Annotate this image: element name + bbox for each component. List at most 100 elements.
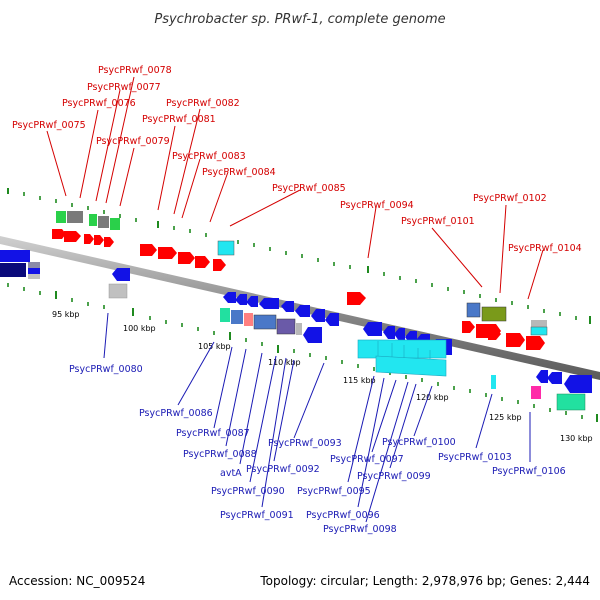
gene-box: [244, 313, 253, 326]
gene-label: PsycPRwf_0090: [211, 486, 285, 497]
rna-box: [491, 375, 496, 389]
gene-box: [56, 211, 66, 223]
upper-tick-track: [7, 188, 591, 324]
forward-gene-arrow: [94, 235, 104, 245]
reverse-gene-arrow: [259, 298, 279, 309]
gene-label: PsycPRwf_0102: [473, 193, 547, 204]
gene-label: PsycPRwf_0106: [492, 466, 566, 477]
map-title: Psychrobacter sp. PRwf-1, complete genom…: [154, 12, 445, 27]
forward-gene-arrow: [140, 244, 157, 256]
gene-label: PsycPRwf_0097: [330, 454, 404, 465]
gene-label: PsycPRwf_0086: [139, 408, 213, 419]
forward-gene-arrow: [158, 247, 177, 259]
gene-label: PsycPRwf_0091: [220, 510, 294, 521]
gene-box: [89, 214, 97, 226]
rna-operon: [357, 339, 447, 359]
gene-label: PsycPRwf_0076: [62, 98, 136, 109]
reverse-gene-arrow: [394, 328, 405, 341]
reverse-gene-arrow: [363, 322, 382, 336]
gene-box: [231, 310, 243, 324]
forward-gene-arrow: [104, 237, 114, 247]
gene-box: [67, 211, 83, 223]
gene-label: PsycPRwf_0088: [183, 449, 257, 460]
gene-box: [0, 263, 26, 277]
gene-label: PsycPRwf_0099: [357, 471, 431, 482]
gene-label: PsycPRwf_0083: [172, 151, 246, 162]
gene-box: [28, 268, 40, 274]
lower-leader-lines: [103, 312, 531, 523]
gene-label: PsycPRwf_0101: [401, 216, 475, 227]
kbp-label: 125 kbp: [489, 413, 522, 422]
forward-gene-arrow: [195, 256, 210, 268]
reverse-gene-arrow: [246, 296, 258, 307]
kbp-label: 100 kbp: [123, 324, 156, 333]
gene-box: [466, 302, 481, 318]
gene-label: PsycPRwf_0092: [246, 464, 320, 475]
gene-label: avtA: [220, 468, 242, 479]
kbp-label: 110 kbp: [268, 358, 301, 367]
kbp-label: 130 kbp: [560, 434, 593, 443]
gene-label: PsycPRwf_0087: [176, 428, 250, 439]
reverse-gene-arrow: [0, 250, 30, 262]
reverse-gene-arrow: [383, 326, 395, 339]
reverse-gene-arrow: [536, 370, 548, 383]
reverse-gene-arrow: [303, 327, 322, 343]
gene-box: [276, 318, 296, 335]
rna-box: [217, 240, 235, 256]
rna-box: [530, 326, 548, 336]
kbp-label: 115 kbp: [343, 376, 376, 385]
forward-gene-arrow: [64, 231, 81, 242]
gene-label: PsycPRwf_0098: [323, 524, 397, 535]
forward-gene-arrow: [488, 328, 501, 340]
gene-label: PsycPRwf_0096: [306, 510, 380, 521]
forward-gene-arrow: [526, 336, 545, 350]
kbp-label: 120 kbp: [416, 393, 449, 402]
reverse-gene-arrow: [311, 309, 325, 322]
gene-box: [556, 393, 586, 411]
gene-label: PsycPRwf_0100: [382, 437, 456, 448]
reverse-gene-arrow: [564, 375, 592, 393]
reverse-gene-arrow: [235, 294, 247, 305]
forward-gene-arrow: [347, 292, 366, 305]
gene-box: [28, 262, 40, 268]
gene-box: [531, 320, 547, 328]
gene-box: [98, 216, 109, 228]
gene-label: PsycPRwf_0085: [272, 183, 346, 194]
forward-gene-arrow: [213, 259, 226, 271]
kbp-label: 105 kbp: [198, 342, 231, 351]
lower-gene-labels: PsycPRwf_0080 PsycPRwf_0086 PsycPRwf_008…: [69, 364, 566, 535]
reverse-gene-arrow: [325, 313, 339, 326]
gene-label: PsycPRwf_0095: [297, 486, 371, 497]
gene-label: PsycPRwf_0093: [268, 438, 342, 449]
accession-text: Accession: NC_009524: [9, 574, 145, 588]
gene-label: PsycPRwf_0079: [96, 136, 170, 147]
gene-label: PsycPRwf_0103: [438, 452, 512, 463]
gene-label: PsycPRwf_0080: [69, 364, 143, 375]
reverse-features: [0, 250, 592, 411]
reverse-gene-arrow: [295, 305, 310, 317]
reverse-gene-arrow: [223, 292, 236, 303]
gene-label: PsycPRwf_0077: [87, 82, 161, 93]
gene-box: [110, 218, 120, 230]
reverse-gene-arrow: [547, 372, 562, 384]
gene-label: PsycPRwf_0075: [12, 120, 86, 131]
gene-label: PsycPRwf_0094: [340, 200, 414, 211]
gene-label: PsycPRwf_0078: [98, 65, 172, 76]
reverse-gene-arrow: [281, 301, 294, 312]
gene-label: PsycPRwf_0104: [508, 243, 582, 254]
genome-summary-text: Topology: circular; Length: 2,978,976 bp…: [259, 574, 590, 588]
rna-operon: [375, 355, 447, 377]
upper-leader-lines: [46, 76, 544, 300]
kbp-scale: 95 kbp 100 kbp 105 kbp 110 kbp 115 kbp 1…: [52, 310, 593, 443]
forward-gene-arrow: [462, 321, 475, 333]
gene-label: PsycPRwf_0082: [166, 98, 240, 109]
gene-box: [28, 274, 40, 279]
gene-label: PsycPRwf_0081: [142, 114, 216, 125]
reverse-gene-arrow: [112, 268, 130, 281]
gene-box: [108, 283, 128, 299]
gene-box: [531, 386, 541, 399]
upper-gene-labels: PsycPRwf_0075 PsycPRwf_0076 PsycPRwf_007…: [12, 65, 582, 254]
gene-box: [220, 308, 230, 322]
forward-gene-arrow: [52, 229, 66, 239]
